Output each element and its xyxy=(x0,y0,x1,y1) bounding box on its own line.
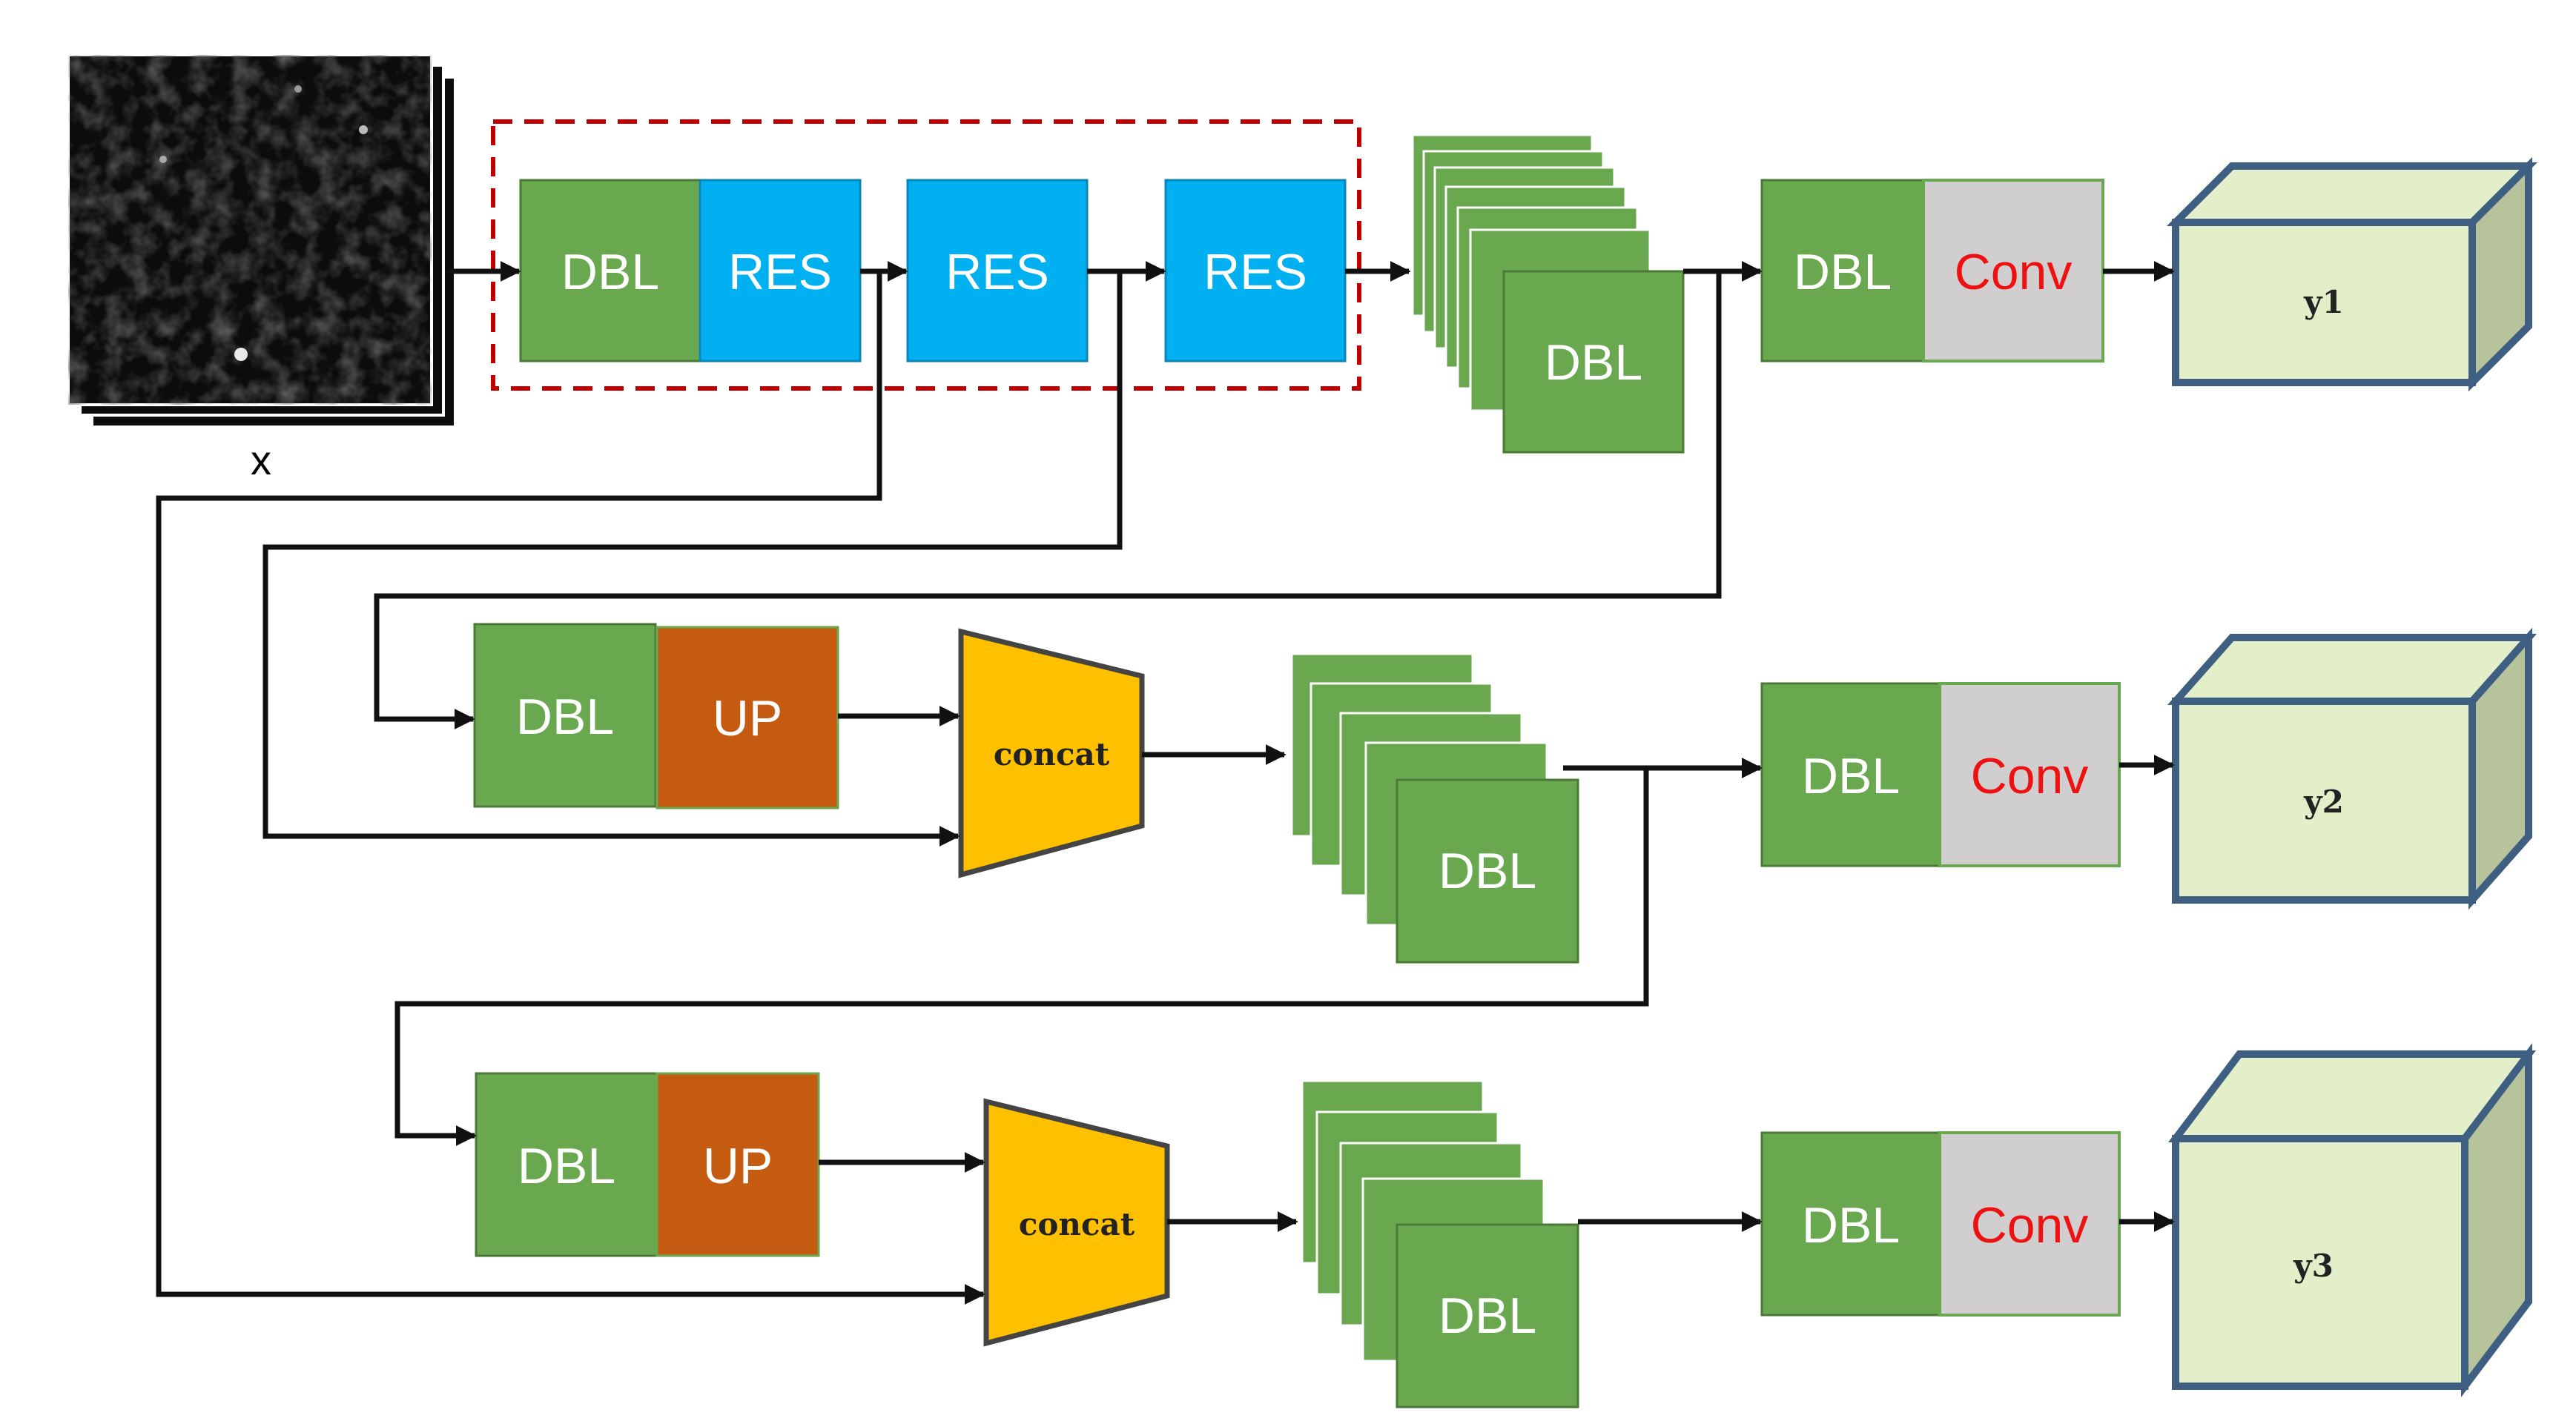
image-speck xyxy=(159,156,167,163)
branch-arrow xyxy=(374,271,1722,729)
dbl-label: DBL xyxy=(518,1138,615,1194)
backbone-group-border xyxy=(491,119,1361,391)
block-dbl-conv-1: DBL Conv xyxy=(1760,179,2104,362)
up-block xyxy=(655,626,839,809)
dbl-block xyxy=(1396,778,1579,964)
up-block xyxy=(655,1072,820,1257)
skip-connection-arrow xyxy=(262,271,1123,847)
output-cube-y1: y1 xyxy=(2166,156,2538,392)
conv-block xyxy=(1922,179,2104,362)
conv-block xyxy=(1938,1131,2121,1317)
res-label: RES xyxy=(728,244,832,300)
concat-trapezoid xyxy=(983,1098,1170,1347)
output-cube-y2: y2 xyxy=(2167,627,2537,910)
dbl-block xyxy=(473,623,657,808)
res-label: RES xyxy=(945,244,1049,300)
dbl-label: DBL xyxy=(1439,843,1536,899)
concat-label: concat xyxy=(994,736,1110,772)
dbl-label: DBL xyxy=(1794,244,1892,300)
conv-label: Conv xyxy=(1971,748,2089,804)
output-label: y3 xyxy=(2293,1248,2334,1284)
input-label: x xyxy=(251,437,271,483)
conv-label: Conv xyxy=(1971,1197,2089,1254)
concat-block-2: concat xyxy=(983,1098,1170,1347)
block-dbl-up-2: DBL UP xyxy=(475,1072,820,1257)
dbl-block xyxy=(1502,270,1685,454)
block-dbl-conv-3: DBL Conv xyxy=(1760,1131,2121,1317)
branch-arrow xyxy=(394,768,1649,1146)
output-cube-y3: y3 xyxy=(2167,1043,2537,1397)
input-image-stack: x xyxy=(67,53,457,483)
image-speck xyxy=(234,348,248,361)
res-block xyxy=(906,179,1089,362)
dbl-label: DBL xyxy=(1802,748,1900,804)
up-label: UP xyxy=(713,690,782,746)
block-res-2: RES xyxy=(906,179,1089,362)
block-res-3: RES xyxy=(1164,179,1347,362)
skip-connection-arrow xyxy=(156,271,985,1305)
connectors xyxy=(156,261,2175,1305)
image-speck xyxy=(359,125,368,134)
block-dbl-conv-2: DBL Conv xyxy=(1760,682,2121,867)
dbl-block xyxy=(475,1072,658,1257)
dbl-label: DBL xyxy=(1545,334,1642,391)
dbl-block xyxy=(1760,682,1941,867)
concat-trapezoid xyxy=(958,628,1145,878)
up-label: UP xyxy=(703,1138,773,1194)
conv-block xyxy=(1938,682,2121,867)
dbl-label: DBL xyxy=(1802,1197,1900,1254)
dbl-stack-3: DBL xyxy=(1301,1079,1579,1408)
concat-block-1: concat xyxy=(958,628,1145,878)
res-label: RES xyxy=(1203,244,1307,300)
image-speck xyxy=(294,85,302,93)
dbl-label: DBL xyxy=(1439,1288,1536,1344)
dbl-label: DBL xyxy=(561,244,659,300)
dbl-label: DBL xyxy=(516,689,614,745)
block-dbl-res-1: DBL RES xyxy=(519,179,862,362)
concat-label: concat xyxy=(1019,1206,1135,1242)
conv-label: Conv xyxy=(1955,244,2073,300)
output-label: y1 xyxy=(2303,284,2344,320)
dbl-stack-1: DBL xyxy=(1411,133,1685,454)
output-label: y2 xyxy=(2303,784,2344,820)
block-dbl-up-1: DBL UP xyxy=(473,623,839,809)
dbl-stack-2: DBL xyxy=(1290,652,1579,964)
dbl-block xyxy=(1396,1223,1579,1408)
input-image-texture xyxy=(68,55,432,405)
